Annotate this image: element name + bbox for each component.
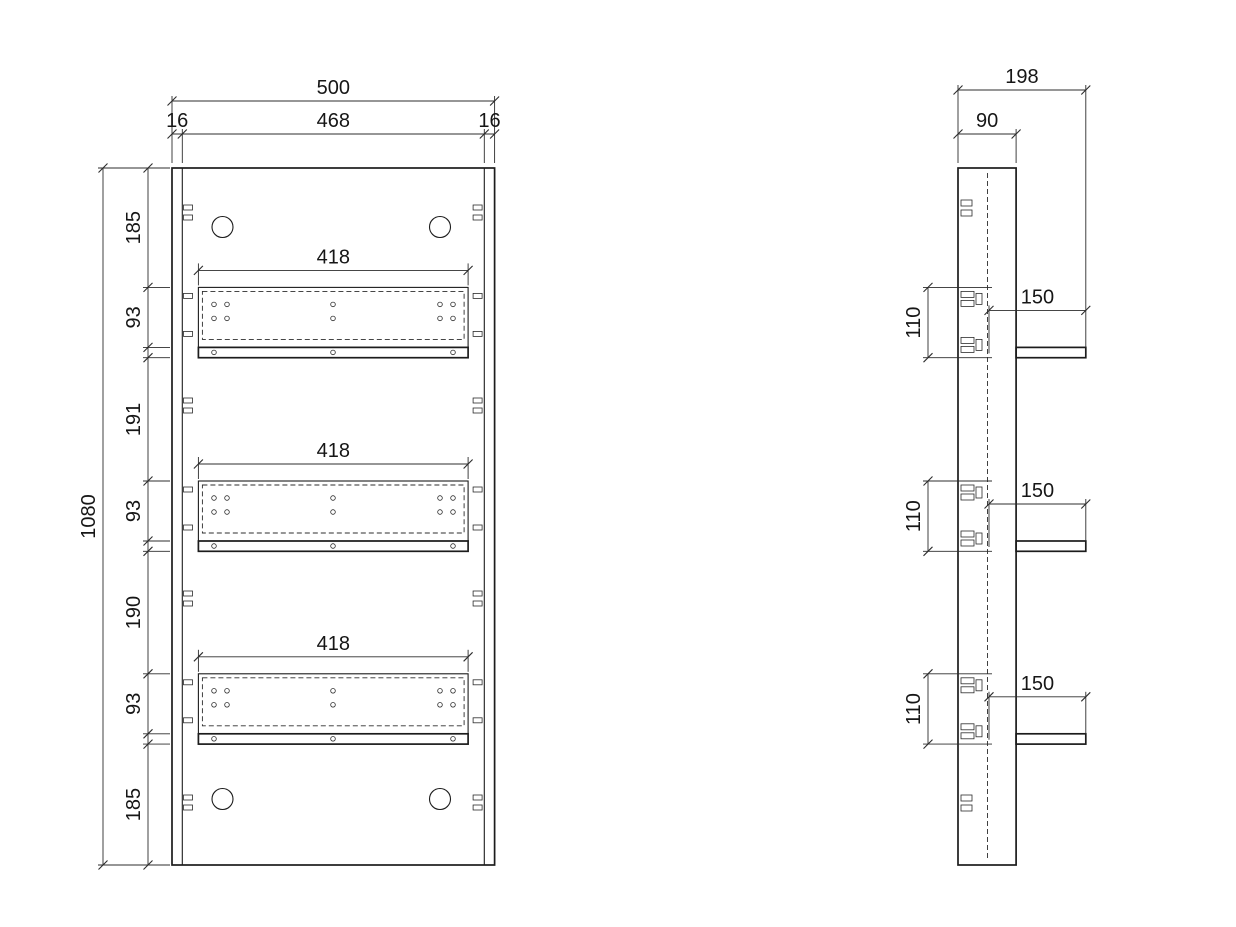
dim-front-left-thickness: 16 [166, 110, 188, 132]
dim-chain-185-top: 185 [123, 211, 145, 244]
dim-chain-93-2: 93 [123, 500, 145, 522]
front-dimensions: 500 16 468 16 418 418 418 185 93 191 93 … [78, 77, 501, 871]
front-shelf-2 [183, 480, 483, 553]
dim-front-overall-width: 500 [317, 77, 350, 99]
dim-front-inner-width: 468 [317, 110, 350, 132]
side-fittings [960, 199, 983, 812]
dim-shelf1-height: 110 [903, 307, 925, 339]
front-view-panel [171, 167, 496, 866]
dim-side-panel-depth: 90 [976, 110, 998, 132]
dim-front-right-thickness: 16 [478, 110, 500, 132]
front-shelf-3 [183, 673, 483, 745]
dim-front-overall-height: 1080 [78, 494, 100, 539]
dim-chain-93-1: 93 [123, 306, 145, 328]
dim-shelf3-depth: 150 [1021, 673, 1054, 695]
dim-shelf3-height: 110 [903, 693, 925, 725]
dim-side-overall-depth: 198 [1005, 66, 1038, 88]
dim-shelf3-width: 418 [317, 633, 350, 655]
side-view-panel [957, 167, 1087, 866]
dim-shelf1-depth: 150 [1021, 286, 1054, 308]
dim-shelf2-height: 110 [903, 500, 925, 532]
front-shelf-1 [183, 286, 483, 359]
dim-chain-191: 191 [123, 403, 145, 436]
dim-chain-190: 190 [123, 596, 145, 629]
wall-fittings [183, 204, 483, 811]
side-dimensions: 198 90 150 150 150 110 110 110 [903, 66, 1091, 750]
dim-chain-185-bottom: 185 [123, 788, 145, 821]
dim-shelf1-width: 418 [317, 246, 350, 268]
dim-shelf2-depth: 150 [1021, 480, 1054, 502]
dim-shelf2-width: 418 [317, 440, 350, 462]
dim-chain-93-3: 93 [123, 693, 145, 715]
